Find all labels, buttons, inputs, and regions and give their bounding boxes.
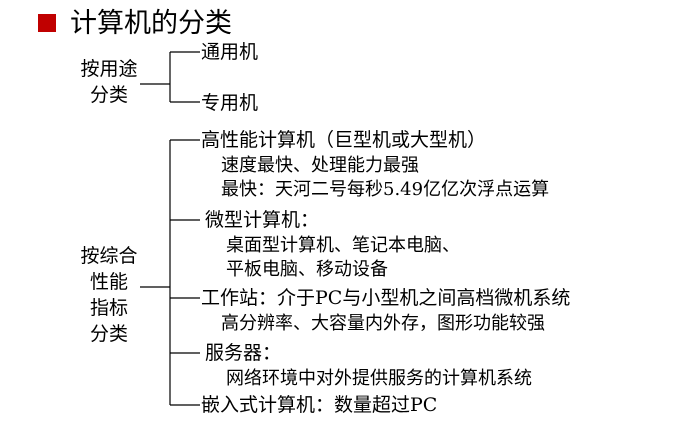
category-label-line: 按综合 [80, 245, 138, 267]
detail-line: 高分辨率、大容量内外存，图形功能较强 [221, 313, 545, 334]
category-label-line: 性能 [89, 271, 128, 293]
category-label-line: 指标 [89, 297, 128, 319]
detail-line: 桌面型计算机、笔记本电脑、 [226, 235, 460, 256]
detail-line: 速度最快、处理能力最强 [221, 155, 419, 176]
item-special-purpose: 专用机 [201, 92, 259, 114]
category-label-performance: 按综合 性能 指标 分类 [76, 243, 142, 347]
item-embedded: 嵌入式计算机：数量超过PC [201, 394, 438, 416]
detail-line: 最快：天河二号每秒5.49亿亿次浮点运算 [221, 179, 550, 200]
detail-line: 网络环境中对外提供服务的计算机系统 [226, 368, 532, 389]
item-workstation: 工作站：介于PC与小型机之间高档微机系统 [201, 287, 571, 309]
item-micro-computer: 微型计算机： [205, 209, 320, 231]
detail-line: 平板电脑、移动设备 [226, 259, 388, 280]
category-label-line: 分类 [89, 84, 128, 106]
item-server: 服务器： [205, 342, 282, 364]
bracket-purpose [140, 51, 200, 103]
item-high-performance: 高性能计算机（巨型机或大型机） [201, 129, 487, 151]
category-label-purpose: 按用途 分类 [76, 56, 142, 108]
category-label-line: 按用途 [80, 58, 138, 80]
page-title: 计算机的分类 [70, 8, 232, 39]
item-general-purpose: 通用机 [201, 41, 259, 63]
bracket-performance [140, 139, 200, 406]
category-label-line: 分类 [89, 323, 128, 345]
title-bullet-icon [38, 14, 56, 32]
